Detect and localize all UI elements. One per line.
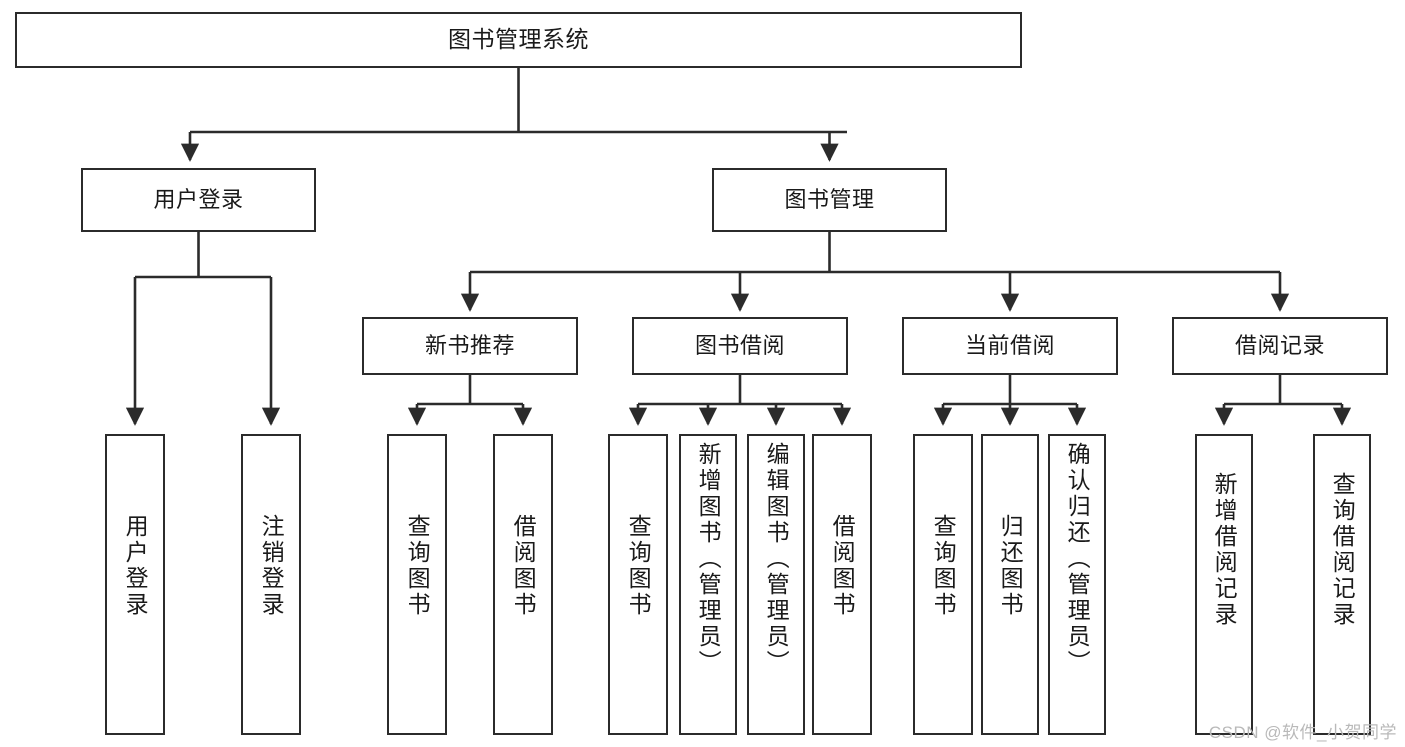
node-borrow-record[interactable]: 借阅记录 [1172, 317, 1388, 375]
node-label: 归还图书 [997, 514, 1024, 618]
node-leaf-query-book-current[interactable]: 查询图书 [913, 434, 973, 735]
node-leaf-borrow-book-recommend[interactable]: 借阅图书 [493, 434, 553, 735]
node-label: 编辑图书（管理员） [763, 442, 790, 676]
node-label: 查询借阅记录 [1329, 472, 1356, 628]
node-label: 新增图书（管理员） [695, 442, 722, 676]
node-book-borrow[interactable]: 图书借阅 [632, 317, 848, 375]
node-label: 图书借阅 [694, 333, 785, 359]
node-label: 图书管理系统 [448, 26, 589, 53]
node-label: 用户登录 [153, 187, 244, 213]
node-leaf-add-book-admin[interactable]: 新增图书（管理员） [679, 434, 737, 735]
node-label: 借阅图书 [510, 514, 537, 618]
node-leaf-logout[interactable]: 注销登录 [241, 434, 301, 735]
node-leaf-edit-book-admin[interactable]: 编辑图书（管理员） [747, 434, 805, 735]
node-label: 新增借阅记录 [1211, 472, 1238, 628]
node-label: 确认归还（管理员） [1064, 442, 1091, 676]
node-label: 查询图书 [625, 514, 652, 618]
node-user-login[interactable]: 用户登录 [81, 168, 316, 232]
watermark: CSDN @软件_小贺同学 [1208, 723, 1397, 742]
node-label: 借阅图书 [829, 514, 856, 618]
node-leaf-query-book-recommend[interactable]: 查询图书 [387, 434, 447, 735]
node-new-book-recommend[interactable]: 新书推荐 [362, 317, 578, 375]
node-leaf-add-borrow-record[interactable]: 新增借阅记录 [1195, 434, 1253, 735]
node-current-borrow[interactable]: 当前借阅 [902, 317, 1118, 375]
node-label: 用户登录 [122, 514, 149, 618]
node-label: 图书管理 [784, 187, 875, 213]
node-leaf-borrow-book-borrow[interactable]: 借阅图书 [812, 434, 872, 735]
node-leaf-return-book[interactable]: 归还图书 [981, 434, 1039, 735]
node-leaf-query-book-borrow[interactable]: 查询图书 [608, 434, 668, 735]
node-label: 注销登录 [258, 514, 285, 618]
node-label: 新书推荐 [424, 333, 515, 359]
node-label: 查询图书 [404, 514, 431, 618]
node-label: 当前借阅 [964, 333, 1055, 359]
node-leaf-query-borrow-record[interactable]: 查询借阅记录 [1313, 434, 1371, 735]
node-leaf-user-login[interactable]: 用户登录 [105, 434, 165, 735]
node-leaf-confirm-return-admin[interactable]: 确认归还（管理员） [1048, 434, 1106, 735]
node-book-management[interactable]: 图书管理 [712, 168, 947, 232]
node-label: 借阅记录 [1234, 333, 1325, 359]
node-root-book-management-system[interactable]: 图书管理系统 [15, 12, 1022, 68]
node-label: 查询图书 [930, 514, 957, 618]
